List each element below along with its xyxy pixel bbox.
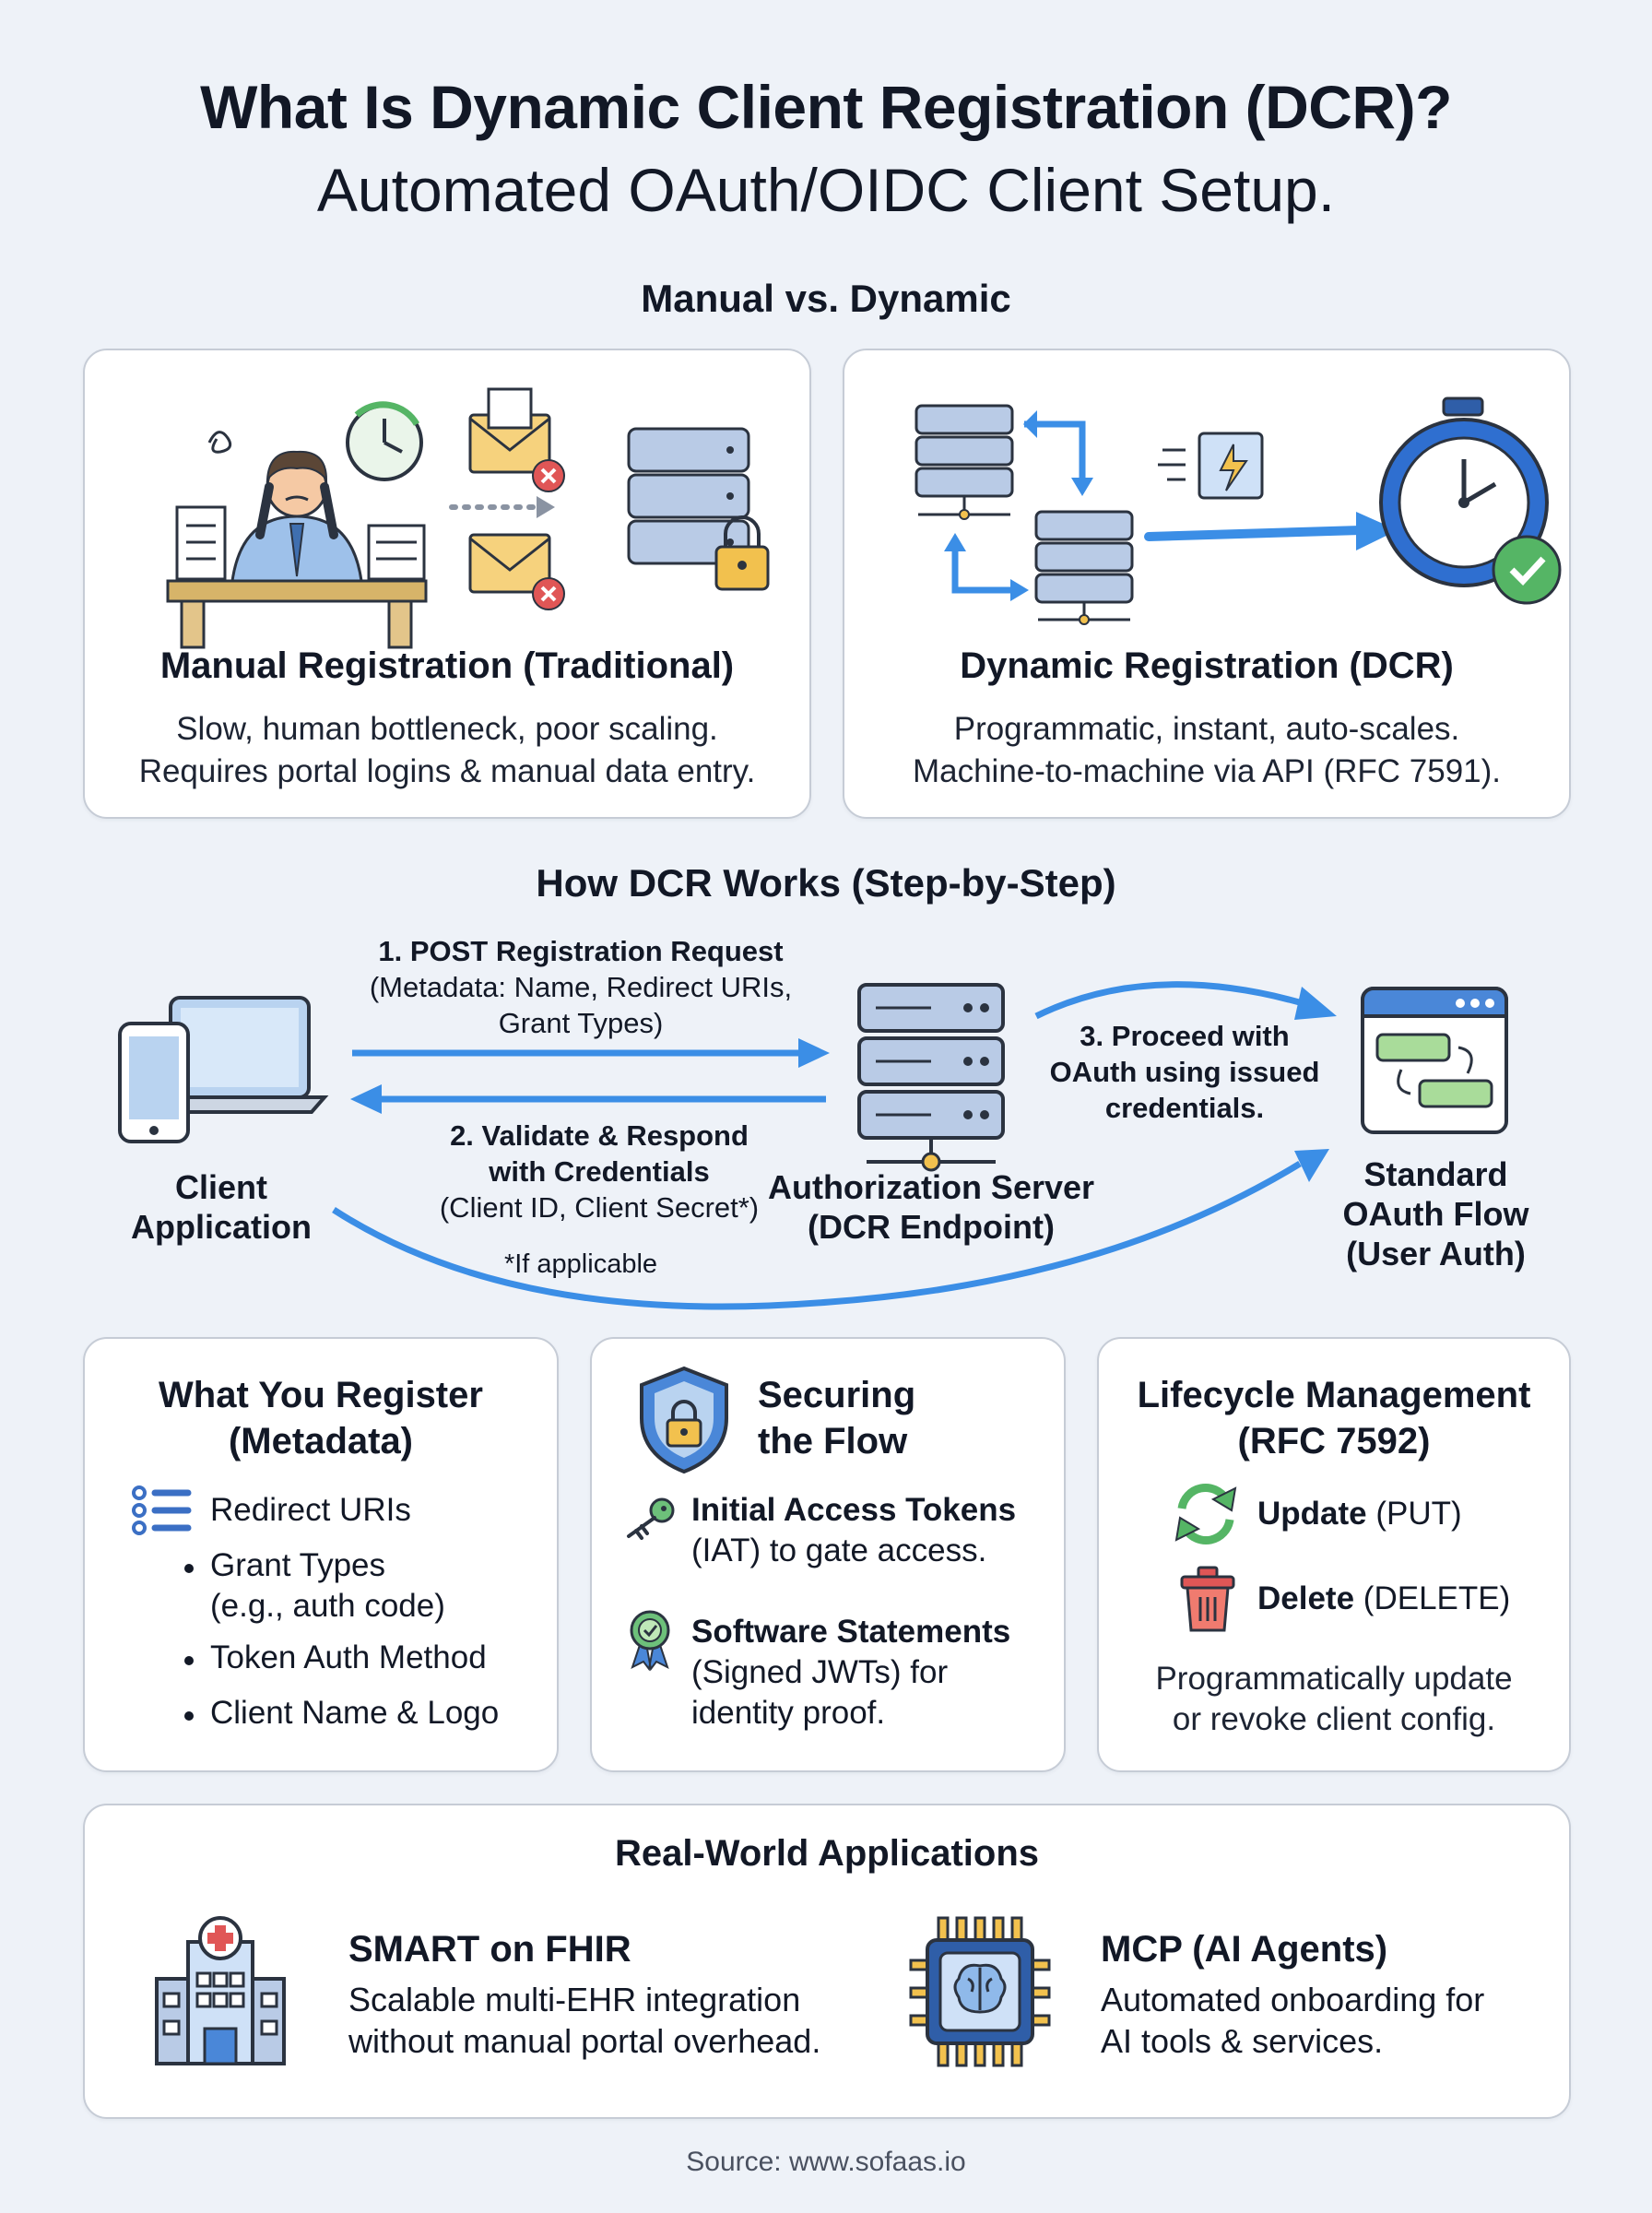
manual-card-line2: Requires portal logins & manual data ent… [138,753,756,789]
dynamic-illustration [914,396,1562,625]
client-device-icon [118,996,329,1143]
register-card: What You Register (Metadata) Redirect UR… [83,1337,559,1772]
step3-line2: OAuth using issued [1049,1056,1320,1088]
shield-icon [640,1366,728,1474]
ss-desc1: (Signed JWTs) for [691,1654,949,1690]
register-title: What You Register (Metadata) [85,1372,557,1464]
step1-line1: (Metadata: Name, Redirect URIs, [369,971,793,1003]
register-item-grant: Grant Types [210,1547,386,1583]
comparison-heading: Manual vs. Dynamic [641,277,1011,320]
source-footer: Source: www.sofaas.io [686,2147,966,2177]
dynamic-card-line2: Machine-to-machine via API (RFC 7591). [912,753,1502,789]
register-item-auth-method: Token Auth Method [210,1639,487,1675]
step3-label: 3. Proceed with OAuth using issued crede… [1023,1018,1346,1126]
mcp-desc2: AI tools & services. [1101,2022,1384,2060]
delete-bold: Delete [1257,1580,1355,1616]
client-label: Client Application [101,1167,341,1247]
mcp-desc1: Automated onboarding for [1101,1981,1485,2018]
register-item-grant-example: (e.g., auth code) [210,1588,445,1624]
server-label-line1: Authorization Server [767,1168,1095,1206]
oauth-label-line3: (User Auth) [1346,1235,1526,1272]
list-icon [132,1485,192,1535]
step3-line3: credentials. [1104,1092,1265,1124]
footnote: *If applicable [503,1249,658,1279]
delete-rest: (DELETE) [1354,1580,1511,1616]
securing-title: Securing the Flow [758,1372,915,1464]
lifecycle-title: Lifecycle Management (RFC 7592) [1099,1372,1569,1464]
manual-card-title: Manual Registration (Traditional) [159,645,735,686]
lifecycle-title-line2: (RFC 7592) [1237,1421,1431,1462]
step2-title2: with Credentials [489,1155,710,1188]
ss-title: Software Statements [691,1614,1011,1650]
delete-item: Delete (DELETE) [1257,1579,1510,1619]
step2-label: 2. Validate & Respond with Credentials (… [387,1118,811,1225]
oauth-label-line2: OAuth Flow [1342,1195,1529,1233]
key-icon [627,1497,675,1540]
mcp-title: MCP (AI Agents) [1101,1929,1388,1970]
register-item-redirect: Redirect URIs [210,1492,411,1528]
applications-card: Real-World Applications SMART on FHIR Sc… [83,1804,1571,2119]
bullet [184,1656,194,1665]
dynamic-card-title: Dynamic Registration (DCR) [960,645,1454,686]
update-item: Update (PUT) [1257,1494,1462,1534]
update-rest: (PUT) [1366,1496,1462,1532]
page-title: What Is Dynamic Client Registration (DCR… [200,73,1452,141]
step1-title: 1. POST Registration Request [378,935,784,967]
ribbon-badge-icon [630,1610,670,1672]
manual-card: Manual Registration (Traditional) Slow, … [83,349,811,819]
manual-illustration [166,387,770,649]
smart-desc2: without manual portal overhead. [348,2022,821,2060]
client-label-line2: Application [131,1208,312,1246]
server-label: Authorization Server (DCR Endpoint) [738,1167,1125,1247]
step1-label: 1. POST Registration Request (Metadata: … [350,933,811,1041]
iat-desc: (IAT) to gate access. [691,1533,987,1568]
securing-title-line1: Securing [758,1375,916,1415]
ai-chip-icon [909,1916,1051,2067]
lifecycle-card: Lifecycle Management (RFC 7592) Update (… [1097,1337,1571,1772]
bullet [184,1711,194,1721]
update-bold: Update [1257,1496,1367,1532]
dynamic-card: Dynamic Registration (DCR) Programmatic,… [843,349,1571,819]
hospital-icon [155,1916,286,2065]
ss-desc2: identity proof. [691,1695,886,1731]
register-item-name-logo: Client Name & Logo [210,1695,500,1731]
oauth-label: Standard OAuth Flow (User Auth) [1309,1154,1563,1273]
dynamic-card-line1: Programmatic, instant, auto-scales. [953,711,1460,747]
securing-card: Securing the Flow Initial Access Tokens … [590,1337,1066,1772]
iat-title: Initial Access Tokens [691,1492,1017,1528]
trash-icon [1180,1566,1235,1632]
refresh-icon [1174,1484,1237,1544]
applications-heading: Real-World Applications [614,1833,1040,1874]
bullet [184,1564,194,1573]
smart-desc1: Scalable multi-EHR integration [348,1981,801,2018]
register-title-line1: What You Register [159,1375,483,1415]
server-label-line2: (DCR Endpoint) [808,1208,1055,1246]
register-title-line2: (Metadata) [228,1421,414,1462]
auth-server-icon [857,983,1005,1172]
page-subtitle: Automated OAuth/OIDC Client Setup. [316,156,1336,224]
smart-title: SMART on FHIR [348,1929,631,1970]
step2-line1: (Client ID, Client Secret*) [439,1191,760,1224]
step3-line1: 3. Proceed with [1080,1020,1290,1052]
lifecycle-desc2: or revoke client config. [1172,1701,1496,1737]
client-label-line1: Client [174,1168,267,1206]
flow-heading: How DCR Works (Step-by-Step) [536,861,1116,905]
oauth-label-line1: Standard [1363,1155,1508,1193]
lifecycle-desc1: Programmatically update [1155,1661,1513,1697]
step1-line2: Grant Types) [498,1007,664,1039]
oauth-window-icon [1361,987,1508,1134]
manual-card-line1: Slow, human bottleneck, poor scaling. [176,711,718,747]
lifecycle-title-line1: Lifecycle Management [1137,1375,1531,1415]
securing-title-line2: the Flow [758,1421,908,1462]
step2-title1: 2. Validate & Respond [450,1119,749,1152]
